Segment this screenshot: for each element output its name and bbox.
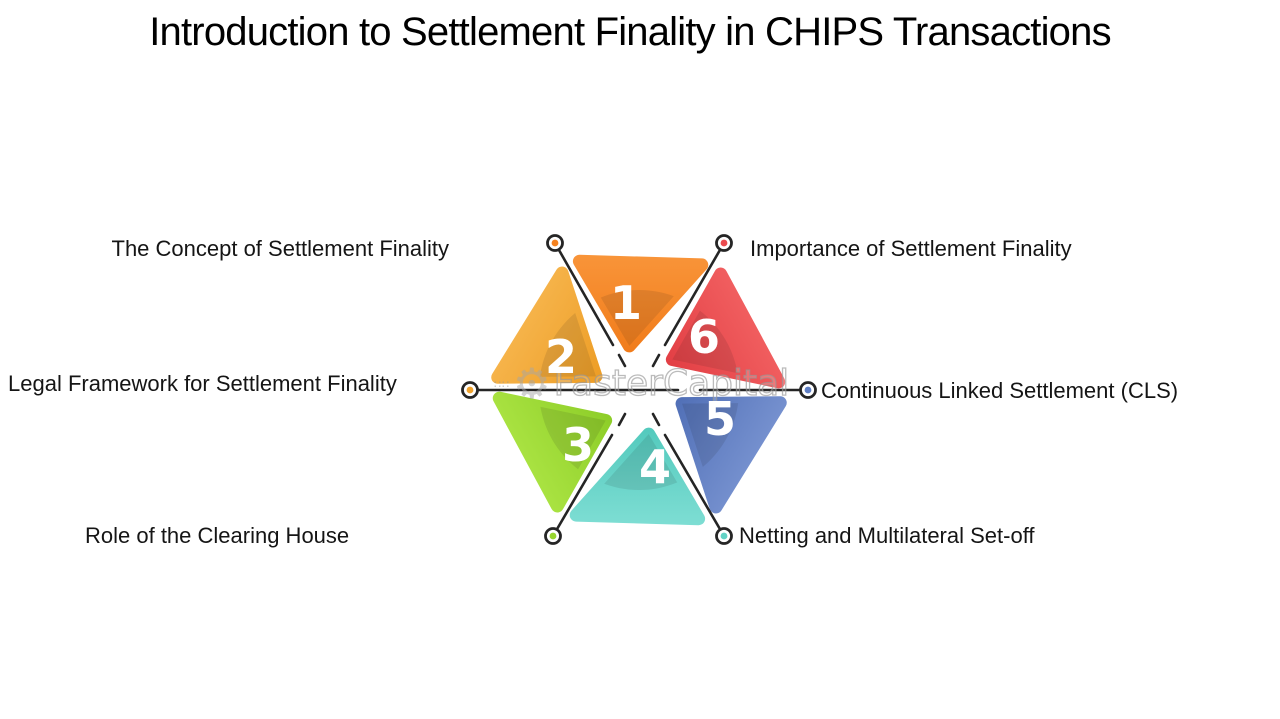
connector-tick-3 [617, 412, 627, 427]
marker-dot-1 [551, 239, 559, 247]
label-netting-multilateral-setoff: Netting and Multilateral Set-off [739, 523, 1035, 548]
segment-number-2: 2 [544, 330, 578, 384]
connector-lines [468, 241, 810, 538]
marker-dot-6 [720, 239, 728, 247]
connector-line-3 [551, 433, 614, 538]
triangle-segment-3 [478, 253, 776, 541]
segment-number-3: 3 [561, 418, 595, 472]
marker-dot-4 [720, 532, 728, 540]
segment-number-6: 6 [687, 310, 721, 364]
label-concept-of-settlement-finality: The Concept of Settlement Finality [111, 236, 450, 261]
connector-tick-6 [651, 353, 661, 368]
label-importance-of-settlement-finality: Importance of Settlement Finality [750, 236, 1072, 261]
connector-tick-4 [651, 412, 661, 427]
segment-number-4: 4 [638, 440, 672, 494]
triangle-segment-6 [502, 239, 800, 527]
connector-line-6 [663, 241, 726, 347]
connector-tick-1 [617, 353, 627, 368]
label-legal-framework: Legal Framework for Settlement Finality [8, 371, 397, 396]
marker-dot-5 [804, 386, 812, 394]
page-title: Introduction to Settlement Finality in C… [149, 10, 1111, 54]
marker-dot-2 [466, 386, 474, 394]
triangle-segment-5 [502, 253, 800, 541]
label-role-of-clearing-house: Role of the Clearing House [85, 523, 350, 548]
segment-number-1: 1 [609, 276, 643, 330]
triangle-segment-2 [478, 239, 776, 527]
connector-line-4 [663, 433, 726, 538]
connector-line-1 [553, 241, 615, 347]
markers [461, 234, 817, 545]
segment-number-5: 5 [703, 392, 737, 446]
marker-dot-3 [549, 532, 557, 540]
label-continuous-linked-settlement: Continuous Linked Settlement (CLS) [821, 378, 1179, 403]
